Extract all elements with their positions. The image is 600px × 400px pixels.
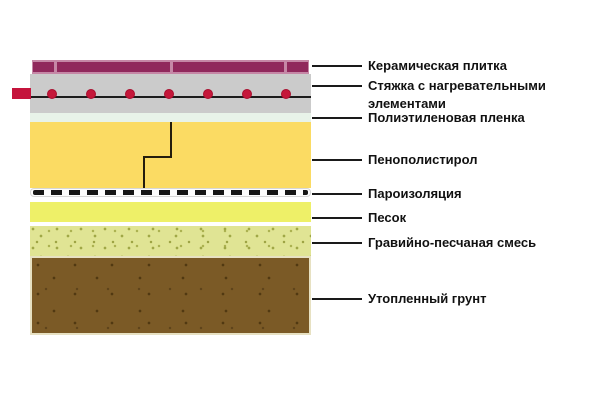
leader-polystyrene (312, 159, 362, 161)
label-soil: Утопленный грунт (368, 291, 487, 306)
label-sand: Песок (368, 210, 407, 225)
foam-board-seam (143, 156, 145, 188)
layer-polyethylene-film (30, 113, 311, 122)
tile-segment (173, 62, 285, 72)
leader-vapor-barrier (312, 193, 362, 195)
tile-segment (56, 62, 171, 72)
heating-element-dot (281, 89, 291, 99)
leader-ceramic-tile (312, 65, 362, 67)
layer-ceramic-tile (32, 60, 309, 74)
leader-sand (312, 217, 362, 219)
heating-element-dot (125, 89, 135, 99)
layer-sand (30, 202, 311, 222)
label-ceramic-tile: Керамическая плитка (368, 58, 507, 73)
label-gravel-sand: Гравийно-песчаная смесь (368, 235, 537, 250)
foam-board-seam (143, 156, 172, 158)
tile-segment (287, 62, 308, 72)
leader-film (312, 117, 362, 119)
layer-soil (30, 256, 311, 335)
label-vapor-barrier: Пароизоляция (368, 186, 462, 201)
layer-vapor-barrier (30, 188, 311, 197)
leader-gravel-sand (312, 242, 362, 244)
vapor-barrier-dashes (33, 190, 308, 195)
layer-gravel-sand (30, 226, 311, 257)
foam-board-seam (170, 122, 172, 158)
label-screed: Стяжка с нагревательными элементами (368, 78, 546, 111)
heating-element-dot (47, 89, 57, 99)
tile-segment (33, 62, 54, 72)
heating-element-dot (203, 89, 213, 99)
leader-screed (312, 85, 362, 87)
leader-soil (312, 298, 362, 300)
label-film: Полиэтиленовая пленка (368, 110, 525, 125)
heating-element-dot (242, 89, 252, 99)
heating-feed-element (12, 88, 31, 99)
heating-element-dot (164, 89, 174, 99)
label-polystyrene: Пенополистирол (368, 152, 478, 167)
heating-element-dot (86, 89, 96, 99)
